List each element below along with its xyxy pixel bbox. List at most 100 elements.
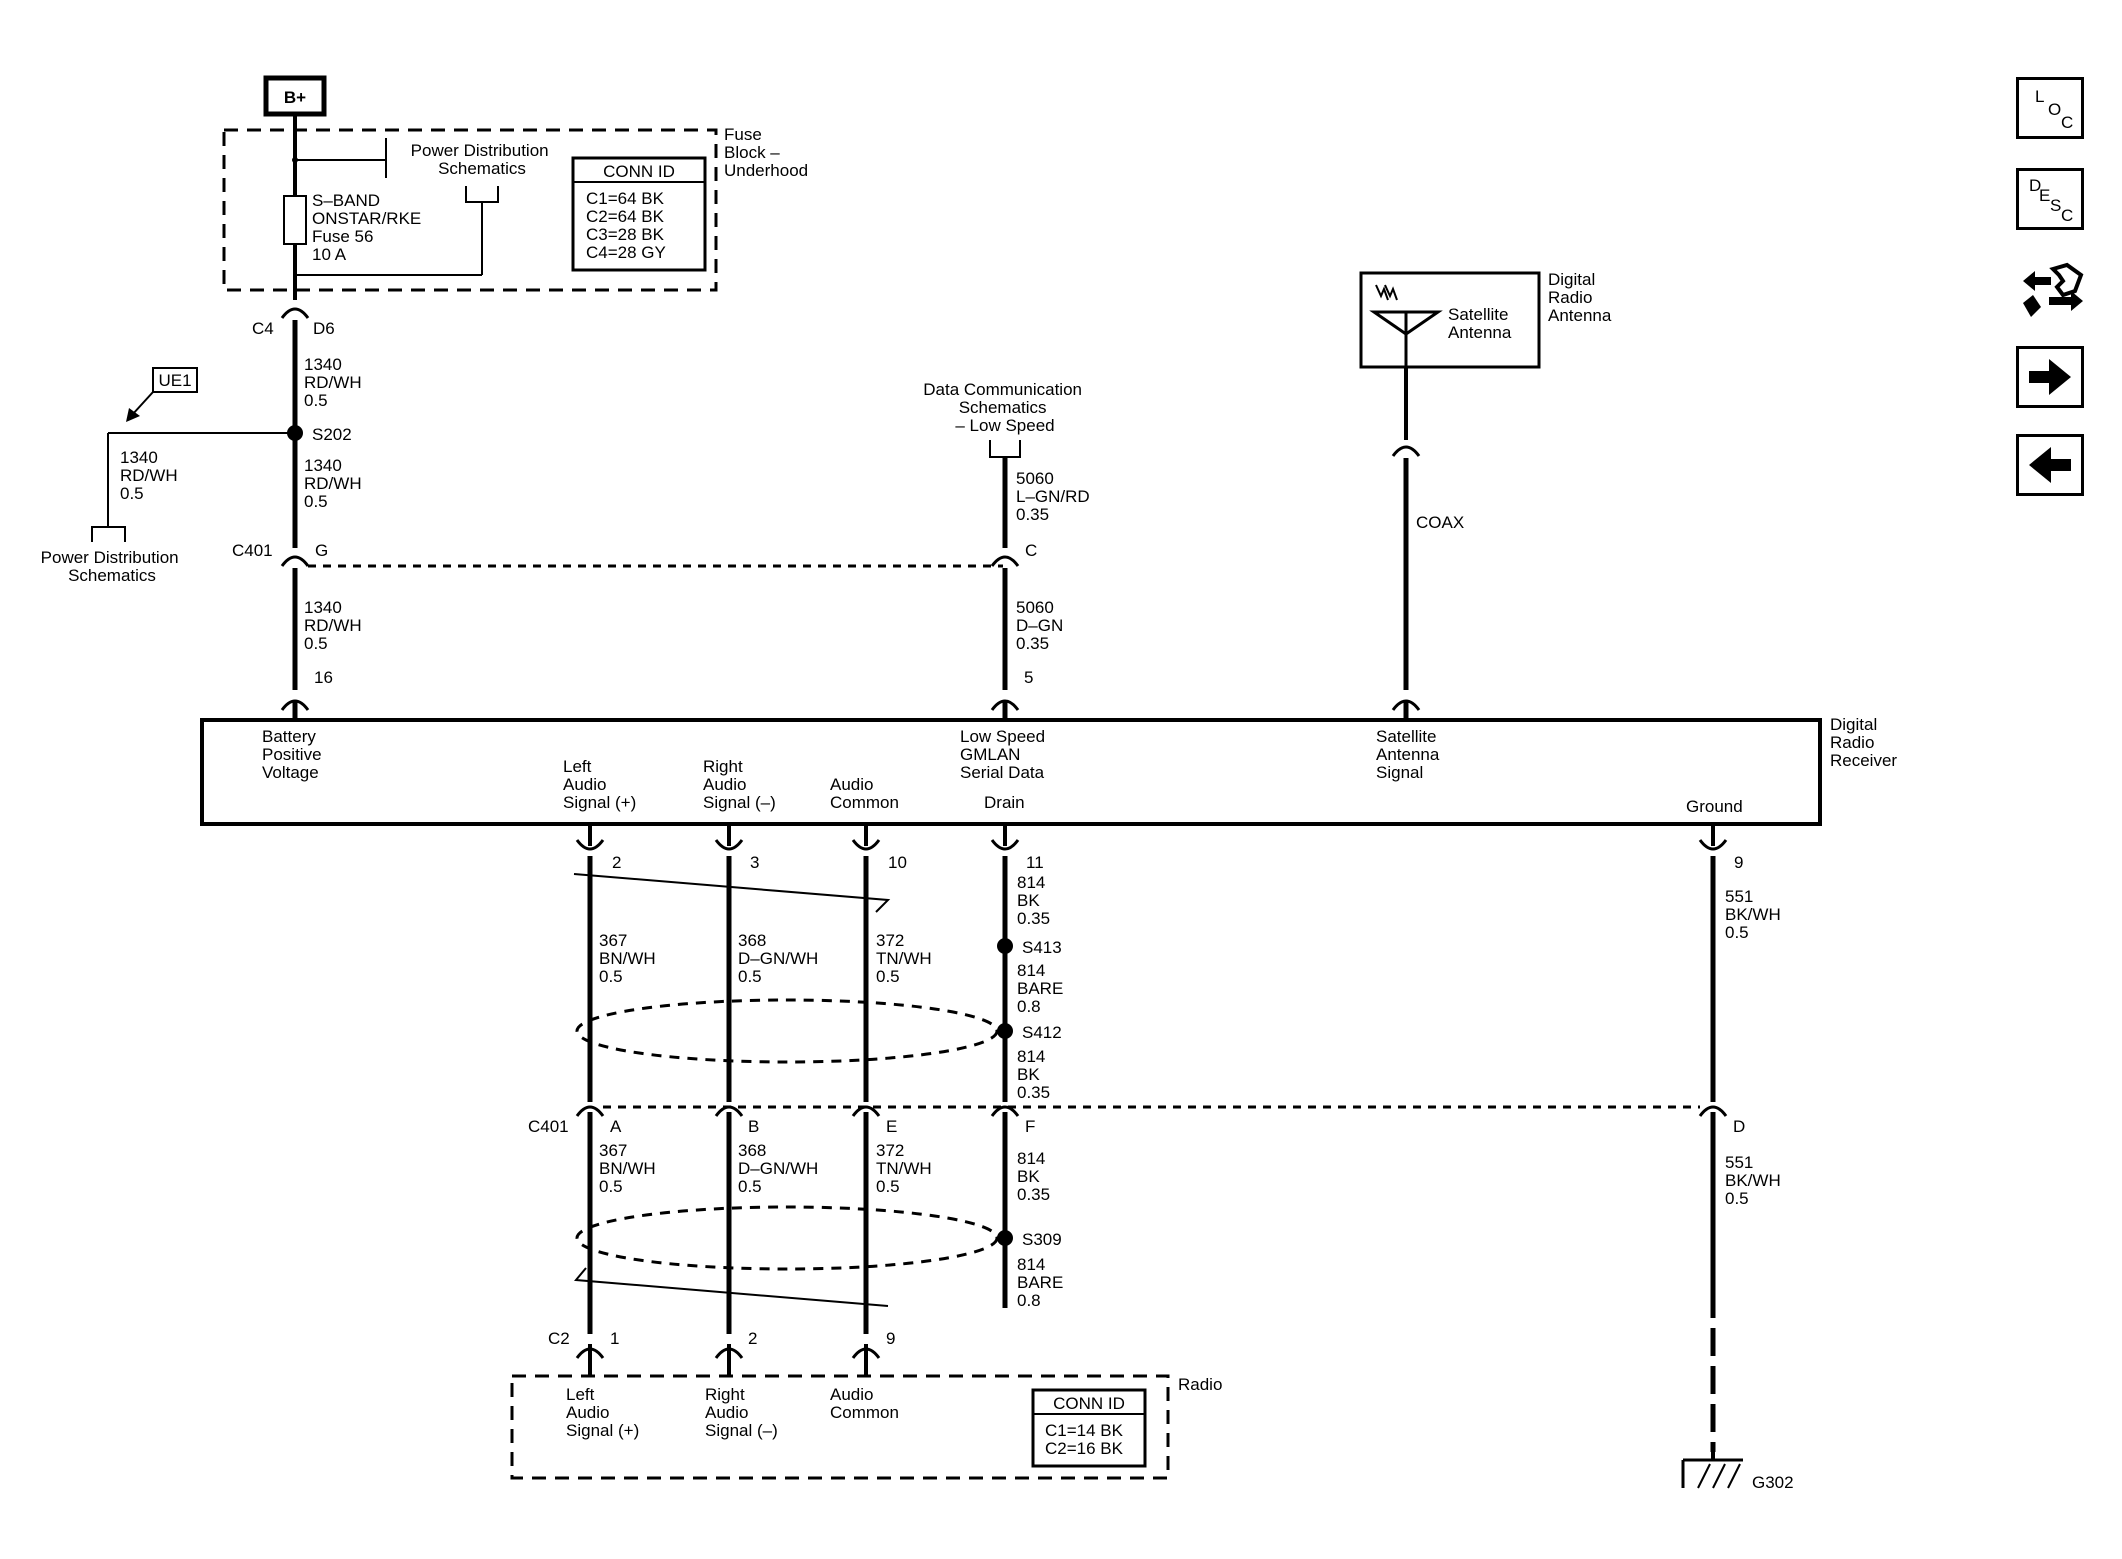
receiver-battery-label: Battery Positive Voltage [262, 727, 326, 782]
receiver-left-audio-label: Left Audio Signal (+) [563, 757, 636, 812]
conn-id-title-radio: CONN ID [1053, 1394, 1125, 1413]
desc-icon: D E S C [2029, 176, 2073, 225]
radio-left-audio-label: Left Audio Signal (+) [566, 1385, 639, 1440]
bplus-label: B+ [284, 88, 306, 107]
splice-s412 [997, 1023, 1013, 1039]
wire-1340-c: 1340 RD/WH 0.5 [304, 598, 366, 653]
pin-a: A [610, 1117, 622, 1136]
next-button[interactable] [2016, 346, 2084, 408]
receiver-audio-common-label: Audio Common [830, 775, 899, 812]
arrow-left-icon [2029, 447, 2071, 483]
conn-id-title-fuse: CONN ID [603, 162, 675, 181]
receiver-title: Digital Radio Receiver [1830, 715, 1897, 770]
ground-g302-icon [1681, 1452, 1743, 1489]
s413-label: S413 [1022, 938, 1062, 957]
pin-1-c2: 1 [610, 1329, 619, 1348]
desc-button[interactable]: D E S C [2016, 168, 2084, 230]
radio-outline [510, 1374, 1170, 1480]
ue1-label: UE1 [158, 371, 191, 390]
shield-lower [575, 1205, 999, 1271]
splice-s309 [997, 1230, 1013, 1246]
digital-radio-receiver [200, 718, 1822, 826]
fuse-56 [283, 195, 307, 245]
wire-551-a: 551 BK/WH 0.5 [1725, 887, 1785, 942]
wire-814-bare-a: 814 BARE 0.8 [1017, 961, 1068, 1016]
pin-d: D [1733, 1117, 1745, 1136]
c2-connectors [575, 1344, 881, 1376]
s412-label: S412 [1022, 1023, 1062, 1042]
connector-swap-button[interactable] [2016, 258, 2084, 320]
pin-c: C [1025, 541, 1037, 560]
receiver-right-audio-label: Right Audio Signal (–) [703, 757, 776, 812]
loc-icon: L O C [2035, 87, 2073, 132]
conn-id-list-fuse: C1=64 BK C2=64 BK C3=28 BK C4=28 GY [586, 189, 669, 262]
pin-e: E [886, 1117, 897, 1136]
wire-367-a: 367 BN/WH 0.5 [599, 931, 660, 986]
svg-text:S: S [2050, 196, 2061, 215]
data-comm-ref: Data Communication Schematics – Low Spee… [923, 380, 1086, 435]
fuse-block-outline [222, 128, 718, 292]
receiver-drain-label: Drain [984, 793, 1025, 812]
conn-id-list-radio: C1=14 BK C2=16 BK [1045, 1421, 1128, 1458]
ue1-box [152, 367, 198, 393]
pin-16: 16 [314, 668, 333, 687]
wire-814-b: 814 BK 0.35 [1017, 1047, 1050, 1102]
pin-9: 9 [1734, 853, 1743, 872]
receiver-pin-connectors [575, 824, 1728, 851]
wire-5060-a: 5060 L–GN/RD 0.35 [1016, 469, 1094, 524]
satellite-antenna-box [1359, 271, 1541, 369]
svg-text:L: L [2035, 87, 2044, 106]
wire-5060-b: 5060 D–GN 0.35 [1016, 598, 1068, 653]
wire-372-b: 372 TN/WH 0.5 [876, 1141, 936, 1196]
pin-g: G [315, 541, 328, 560]
conn-id-box-fuse [571, 156, 707, 272]
radio-title: Radio [1178, 1375, 1222, 1394]
pin-10: 10 [888, 853, 907, 872]
radio-right-audio-label: Right Audio Signal (–) [705, 1385, 778, 1440]
pds-ref-left: Power Distribution Schematics [41, 548, 184, 585]
s202-label: S202 [312, 425, 352, 444]
svg-text:D: D [2029, 176, 2041, 195]
conn-id-box-radio [1031, 1388, 1147, 1468]
pin-2: 2 [612, 853, 621, 872]
previous-button[interactable] [2016, 434, 2084, 496]
shield-upper [575, 998, 999, 1064]
pin-9-c2: 9 [886, 1329, 895, 1348]
loc-button[interactable]: L O C [2016, 77, 2084, 139]
arrow-right-icon [2029, 359, 2071, 395]
pin-f: F [1025, 1117, 1035, 1136]
fuse-block-title: Fuse Block – Underhood [724, 125, 808, 180]
c4-label: C4 [252, 319, 274, 338]
svg-text:O: O [2048, 100, 2061, 119]
svg-text:C: C [2061, 113, 2073, 132]
antenna-title: Digital Radio Antenna [1548, 270, 1612, 325]
wire-814-a: 814 BK 0.35 [1017, 873, 1050, 928]
svg-text:E: E [2039, 186, 2050, 205]
g302-label: G302 [1752, 1473, 1794, 1492]
connector-swap-icon [2023, 262, 2084, 317]
satellite-antenna-label: Satellite Antenna [1448, 305, 1513, 342]
pin-3: 3 [750, 853, 759, 872]
receiver-low-speed-label: Low Speed GMLAN Serial Data [960, 727, 1050, 782]
wire-814-c: 814 BK 0.35 [1017, 1149, 1050, 1204]
wire-372-a: 372 TN/WH 0.5 [876, 931, 936, 986]
radio-audio-common-label: Audio Common [830, 1385, 899, 1422]
pin-5: 5 [1024, 668, 1033, 687]
pin-b: B [748, 1117, 759, 1136]
receiver-satellite-label: Satellite Antenna Signal [1376, 727, 1444, 782]
coax-label: COAX [1416, 513, 1464, 532]
svg-text:C: C [2061, 206, 2073, 225]
wire-367-b: 367 BN/WH 0.5 [599, 1141, 660, 1196]
wire-1340-a: 1340 RD/WH 0.5 [304, 355, 366, 410]
c401-label-lower: C401 [528, 1117, 569, 1136]
d6-label: D6 [313, 319, 335, 338]
pin-11: 11 [1026, 853, 1044, 872]
pin-2-c2: 2 [748, 1329, 757, 1348]
receiver-ground-label: Ground [1686, 797, 1743, 816]
wire-1340-left: 1340 RD/WH 0.5 [120, 448, 182, 503]
s309-label: S309 [1022, 1230, 1062, 1249]
wire-1340-b: 1340 RD/WH 0.5 [304, 456, 366, 511]
wire-814-bare-b: 814 BARE 0.8 [1017, 1255, 1068, 1310]
wire-368-a: 368 D–GN/WH 0.5 [738, 931, 823, 986]
